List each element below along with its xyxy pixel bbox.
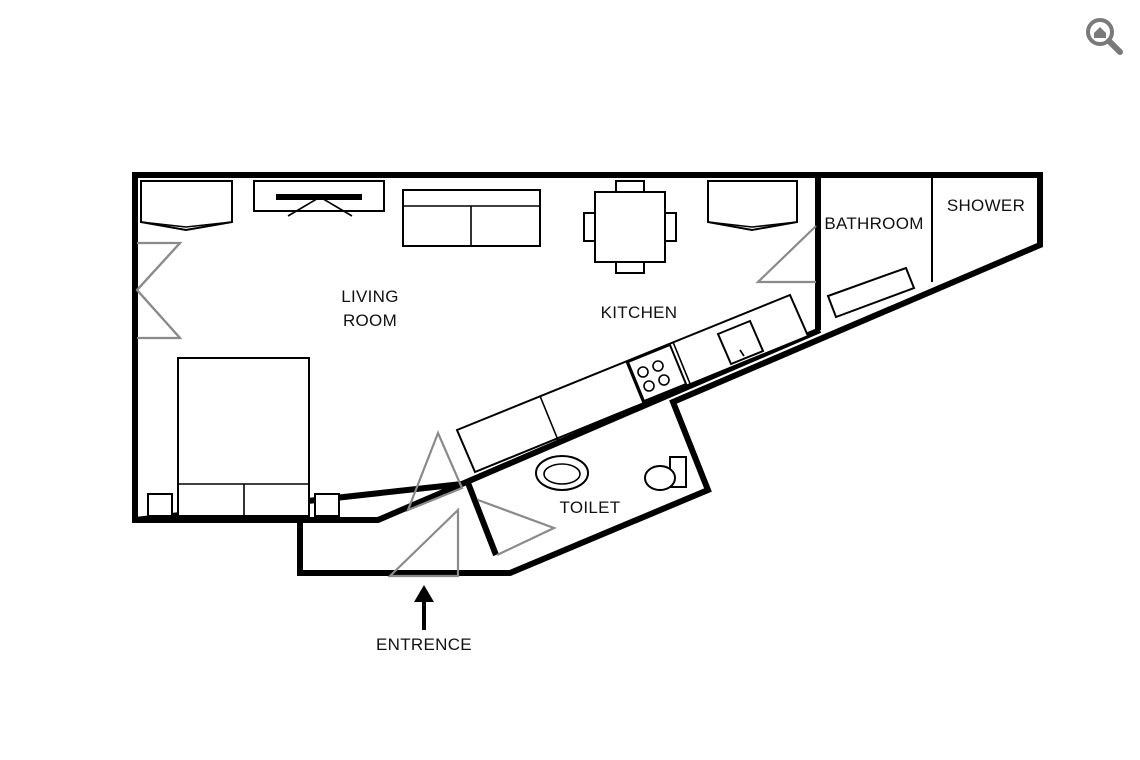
mask xyxy=(130,523,295,583)
counter-dividers xyxy=(539,341,692,441)
entrance-label: ENTRENCE xyxy=(376,635,472,654)
burner-2 xyxy=(652,360,664,372)
nightstand-left xyxy=(147,493,173,517)
chair-bottom xyxy=(615,261,645,274)
door-toilet xyxy=(477,498,557,556)
burner-1 xyxy=(637,366,649,378)
chair-top xyxy=(615,180,645,193)
door-living-left-2 xyxy=(136,242,183,340)
shower-label: SHOWER xyxy=(947,196,1025,215)
bathroom-sink xyxy=(826,266,916,319)
dining-table xyxy=(594,191,666,263)
faucet xyxy=(739,349,745,357)
burner-3 xyxy=(643,380,655,392)
living-room-label-1: LIVING xyxy=(341,287,399,306)
cabinet-kitchen-door xyxy=(707,221,798,228)
door-living-left xyxy=(135,241,183,339)
furniture xyxy=(140,180,916,517)
door-bathroom xyxy=(755,225,817,284)
kitchen-sink xyxy=(716,319,765,366)
sofa-cushions xyxy=(403,205,540,246)
living-room-label-2: ROOM xyxy=(343,311,397,330)
kitchen-label: KITCHEN xyxy=(601,303,678,322)
stove xyxy=(626,343,688,403)
zoom-button[interactable] xyxy=(1084,16,1124,56)
toilet-label: TOILET xyxy=(559,498,620,517)
entrance-hall-wall xyxy=(297,520,510,576)
cabinet-left-door xyxy=(140,221,233,228)
chair-right xyxy=(664,212,677,242)
toilet-sink-basin xyxy=(543,463,581,485)
nightstand-right xyxy=(314,493,340,517)
toilet-bowl xyxy=(644,465,676,491)
burner-4 xyxy=(658,374,670,386)
chair-left xyxy=(583,212,596,242)
bathroom-label: BATHROOM xyxy=(824,214,923,233)
toilet-left-wall xyxy=(465,481,499,557)
tv-stand xyxy=(287,196,353,217)
door-living-hall xyxy=(406,430,464,512)
cabinet-left xyxy=(140,180,233,232)
magnifier-home-icon xyxy=(1086,18,1123,55)
bed-pillows xyxy=(178,483,309,516)
cabinet-kitchen xyxy=(707,180,798,232)
door-entrance xyxy=(387,507,460,578)
entrance-arrow-icon xyxy=(414,585,434,630)
doors xyxy=(135,225,817,578)
